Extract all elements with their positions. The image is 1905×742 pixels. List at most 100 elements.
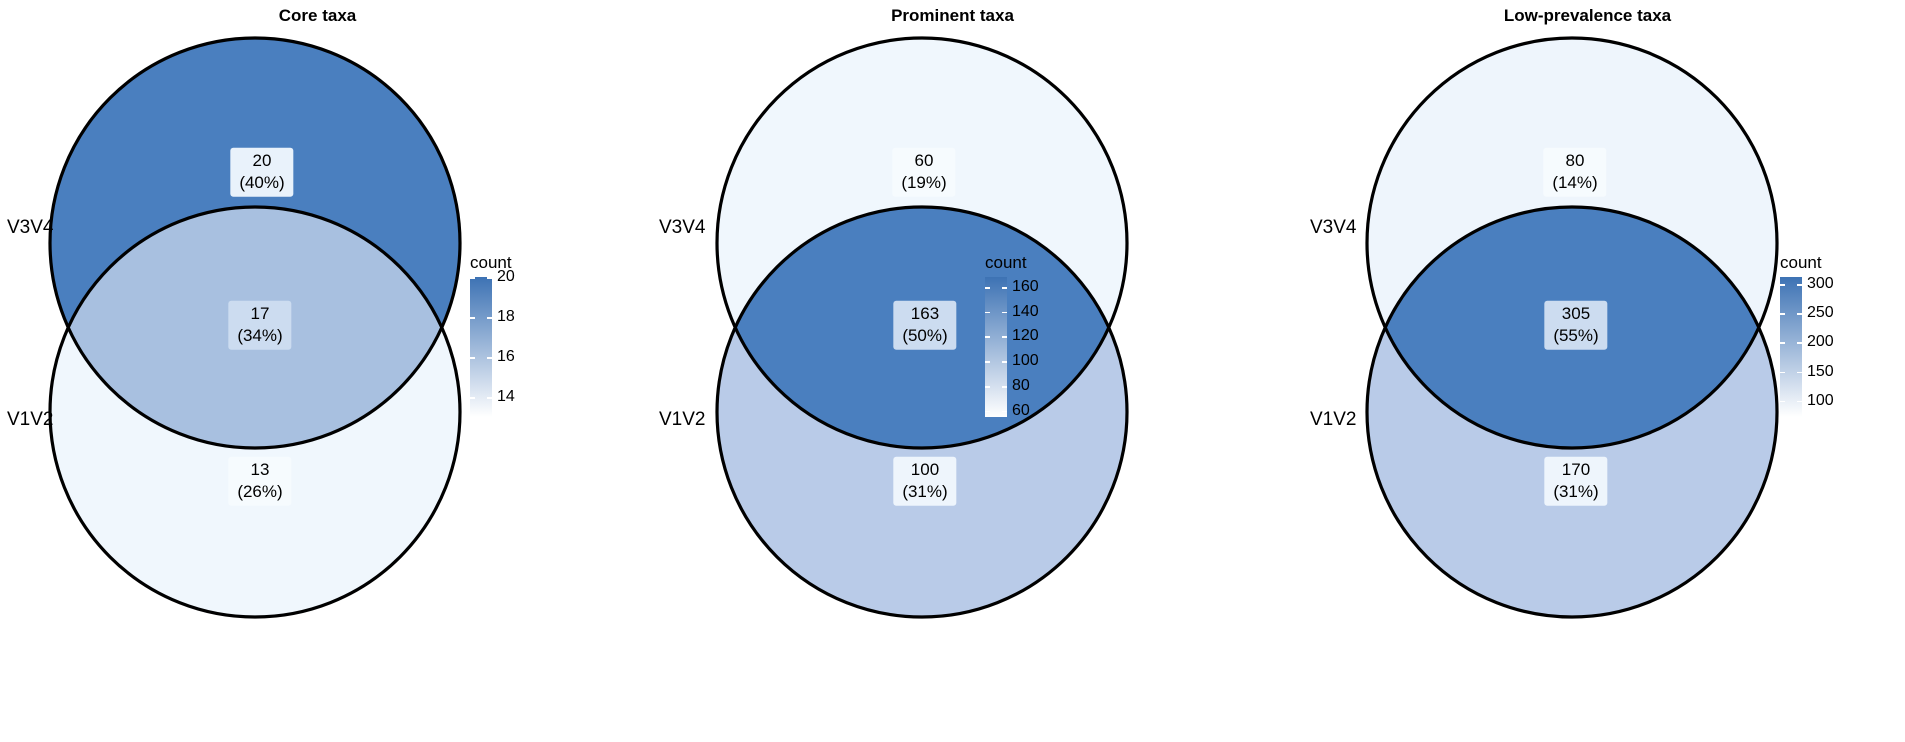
region-percent: (14%) <box>1552 172 1598 192</box>
region-label-bottom-only: 13 (26%) <box>228 456 292 506</box>
legend-tick-mark <box>1780 313 1785 315</box>
legend-tick-mark <box>985 311 990 314</box>
legend-tick-label: 20 <box>497 268 515 285</box>
region-label-intersection: 305 (55%) <box>1544 300 1608 350</box>
region-label-bottom-only: 100 (31%) <box>893 456 957 506</box>
venn-circle-v1v2-outline <box>1365 205 1779 619</box>
legend-tick-mark <box>487 397 492 399</box>
set-label-v1v2: V1V2 <box>659 409 706 430</box>
venn-diagram: V3V4 V1V2 60 (19%) 163 (50%) 100 (31%) <box>635 0 1270 742</box>
venn-svg <box>1365 36 1779 619</box>
venn-diagram: V3V4 V1V2 80 (14%) 305 (55%) 170 (31%) <box>1270 0 1905 742</box>
legend-tick-mark <box>1797 342 1802 344</box>
venn-intersection-region <box>50 207 460 448</box>
region-label-top-only: 20 (40%) <box>230 147 294 197</box>
legend-tick-label: 120 <box>1012 327 1039 345</box>
venn-intersection-region <box>1367 207 1777 448</box>
region-count: 20 <box>252 150 272 170</box>
legend-tick-label: 16 <box>497 348 515 365</box>
legend-tick-label: 140 <box>1012 302 1039 320</box>
venn-intersection-region <box>717 207 1127 448</box>
set-label-v3v4: V3V4 <box>659 217 706 238</box>
legend-tick-label: 60 <box>1012 401 1030 419</box>
venn-svg <box>48 36 462 619</box>
legend-gradient-bar <box>985 277 1007 417</box>
venn-diagram: V3V4 V1V2 20 (40%) 17 (34%) 13 (26%) <box>0 0 635 742</box>
region-label-intersection: 163 (50%) <box>893 300 957 350</box>
region-label-top-only: 80 (14%) <box>1543 147 1607 197</box>
legend-tick-mark <box>1002 286 1007 289</box>
venn-circle-v3v4-outline <box>715 36 1129 450</box>
legend-tick-labels: 160 140 120 100 80 60 <box>1012 277 1068 419</box>
legend-tick-mark <box>1780 400 1785 403</box>
venn-circle-v3v4-outline <box>1365 36 1779 450</box>
legend-tick-mark <box>1780 371 1785 374</box>
legend-tick-label: 80 <box>1012 377 1030 395</box>
legend-tick-mark <box>470 277 475 279</box>
legend-gradient-bar <box>470 277 492 417</box>
region-count: 80 <box>1565 150 1585 170</box>
legend-tick-label: 300 <box>1807 275 1834 292</box>
region-label-bottom-only: 170 (31%) <box>1544 456 1608 506</box>
legend-tick-mark <box>985 361 990 363</box>
legend-tick-label: 150 <box>1807 362 1834 380</box>
legend-ticks <box>470 277 492 417</box>
set-label-v3v4: V3V4 <box>7 217 54 238</box>
legend-tick-mark <box>487 277 492 279</box>
venn-panel-low-prevalence-taxa: Low-prevalence taxa V3V4 V1V2 80 (14%) 3… <box>1270 0 1905 742</box>
venn-circle-v3v4-outline <box>48 36 462 450</box>
venn-circle-v1v2-outline <box>715 205 1129 619</box>
legend-tick-mark <box>1797 313 1802 315</box>
legend-ticks <box>985 277 1007 417</box>
legend-tick-mark <box>1780 342 1785 344</box>
legend-tick-mark <box>1002 410 1007 413</box>
region-count: 163 <box>910 303 940 323</box>
legend-tick-label: 160 <box>1012 277 1039 295</box>
legend-tick-labels: 300 250 200 150 100 <box>1807 275 1863 417</box>
region-percent: (19%) <box>901 172 947 192</box>
region-count: 100 <box>910 459 940 479</box>
region-percent: (34%) <box>237 325 283 345</box>
panel-title: Prominent taxa <box>891 6 1014 25</box>
legend-tick-mark <box>1780 284 1785 286</box>
venn-panel-prominent-taxa: Prominent taxa V3V4 V1V2 60 (19%) 163 (5… <box>635 0 1270 742</box>
legend-tick-mark <box>1002 386 1007 388</box>
region-count: 170 <box>1561 459 1591 479</box>
legend-body: 160 140 120 100 80 60 <box>985 277 1068 419</box>
legend-tick-mark <box>1002 336 1007 339</box>
region-label-top-only: 60 (19%) <box>892 147 956 197</box>
legend-tick-label: 250 <box>1807 304 1834 322</box>
legend-tick-mark <box>985 386 990 388</box>
region-count: 60 <box>914 150 934 170</box>
legend-tick-label: 100 <box>1807 391 1834 409</box>
panel-title: Core taxa <box>278 6 357 25</box>
region-percent: (31%) <box>902 481 948 501</box>
legend-tick-mark <box>985 410 990 413</box>
legend-tick-mark <box>470 317 475 319</box>
legend-tick-mark <box>1797 284 1802 286</box>
region-percent: (50%) <box>902 325 948 345</box>
legend: count 300 250 200 150 100 <box>1780 253 1863 417</box>
region-percent: (31%) <box>1553 481 1599 501</box>
legend-body: 300 250 200 150 100 <box>1780 275 1863 417</box>
legend-title: count <box>985 253 1027 272</box>
legend-title: count <box>1780 253 1822 272</box>
legend-tick-mark <box>1797 400 1802 403</box>
legend-tick-label: 100 <box>1012 352 1039 370</box>
set-label-v1v2: V1V2 <box>1310 409 1357 430</box>
region-percent: (26%) <box>237 481 283 501</box>
legend-tick-mark <box>487 357 492 359</box>
region-count: 17 <box>250 303 270 323</box>
set-label-v3v4: V3V4 <box>1310 217 1357 238</box>
legend-tick-label: 200 <box>1807 333 1834 351</box>
legend-tick-mark <box>487 317 492 319</box>
region-percent: (40%) <box>239 172 285 192</box>
legend-tick-mark <box>985 286 990 289</box>
legend-tick-mark <box>470 357 475 359</box>
legend-tick-label: 14 <box>497 388 515 405</box>
set-label-v1v2: V1V2 <box>7 409 54 430</box>
legend-title: count <box>470 253 512 272</box>
